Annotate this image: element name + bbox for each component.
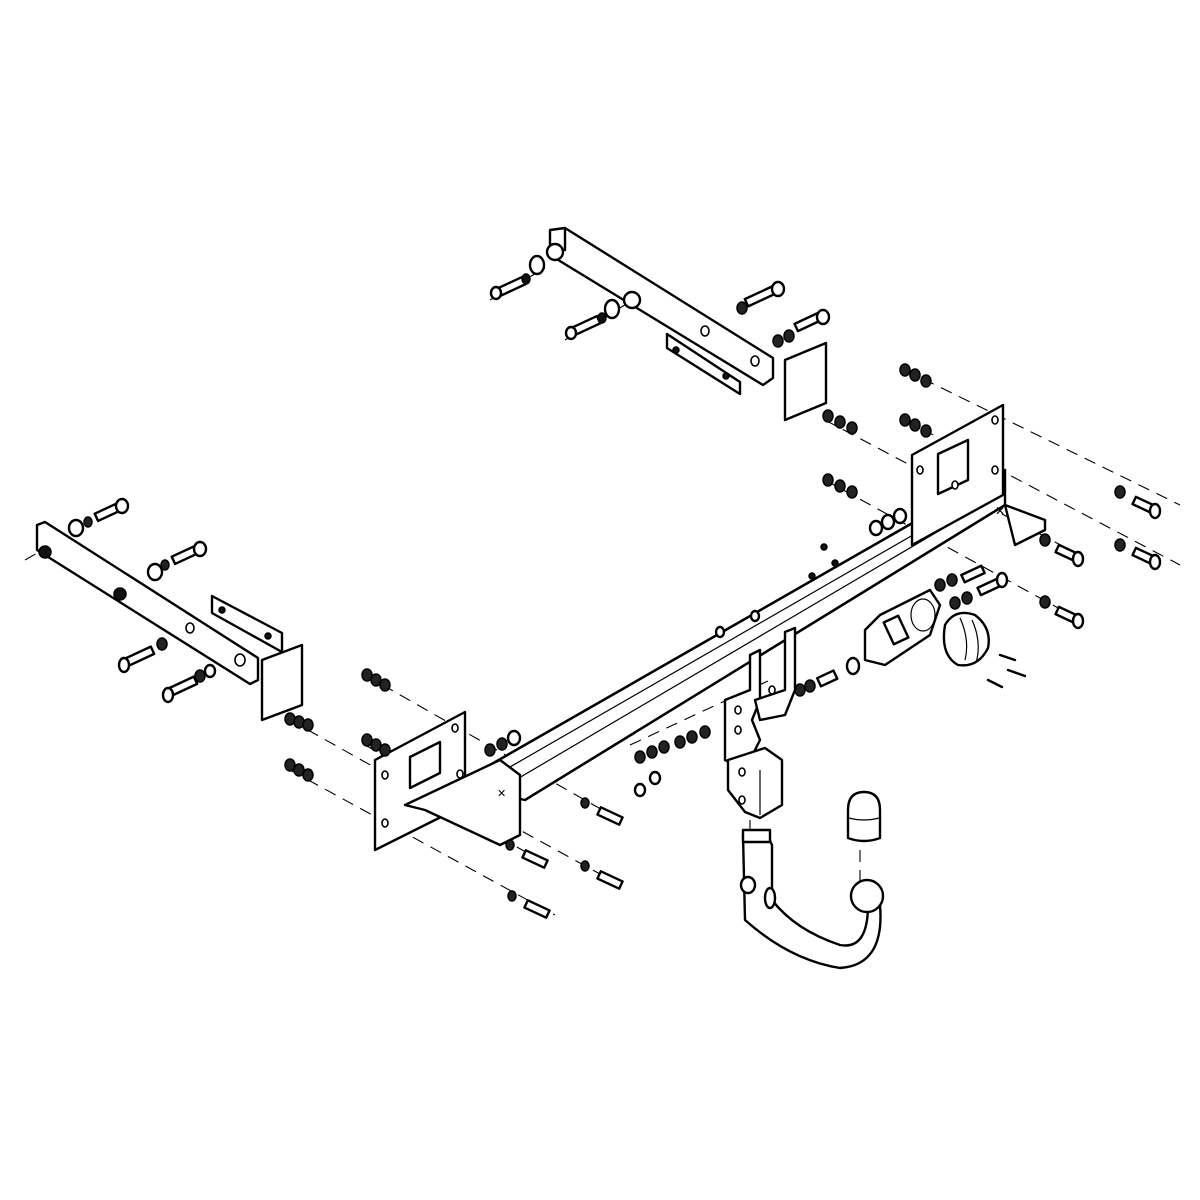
tow-ball: [849, 878, 885, 914]
bolt-group-top: [489, 254, 831, 348]
bolt-group-left: [67, 497, 217, 704]
right-mount-plate: [910, 403, 1047, 547]
centre-bracket: [633, 626, 797, 798]
nut-stack-left: [284, 712, 314, 732]
left-side-bracket: [35, 497, 314, 732]
bolt-group-right: [934, 485, 1162, 630]
top-side-bracket: [489, 226, 831, 422]
ball-cap: [846, 790, 882, 843]
spacer-plate-top: [665, 332, 742, 396]
electrical-socket: [942, 611, 1027, 689]
shim-plate-left: [260, 643, 304, 722]
ball-neck: [739, 828, 885, 970]
nut-stacks-right: [808, 363, 932, 580]
shim-plate-top: [783, 341, 828, 422]
weld-mark-left: ✕: [497, 787, 506, 800]
weld-mark-right: ✕: [995, 504, 1005, 518]
left-mount-plate: ✕: [373, 710, 522, 852]
ball-socket: [726, 746, 784, 820]
bolt-group-lower-left: [284, 668, 624, 919]
